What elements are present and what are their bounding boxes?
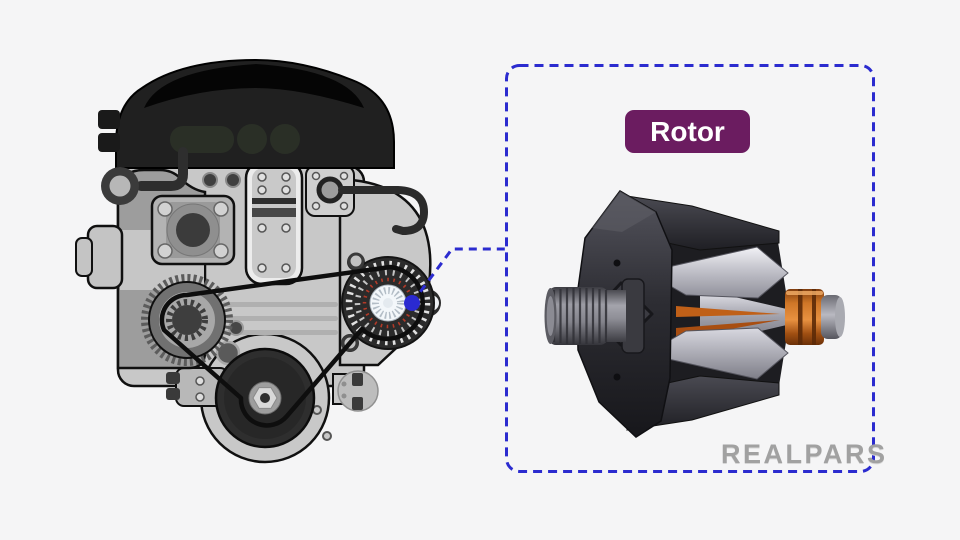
- bolt: [225, 172, 241, 188]
- block-ribs: [222, 302, 338, 335]
- bolt: [195, 376, 205, 386]
- mount-tab: [166, 372, 180, 384]
- panel-bolts: [257, 172, 291, 273]
- valve-cover: [98, 58, 395, 169]
- rotor-claw-silver: [644, 327, 789, 380]
- rotor-3d-render: [544, 190, 845, 438]
- rotor-shaft-tip: [821, 295, 845, 339]
- mount-tab: [166, 388, 180, 400]
- callout-connector-line: [410, 247, 505, 304]
- realpars-watermark-text: REALPARS: [721, 439, 888, 469]
- bolt: [202, 172, 218, 188]
- realpars-watermark: REALPARS: [721, 439, 888, 470]
- crankshaft-pulley: [214, 347, 316, 449]
- engine-illustration: [75, 58, 441, 464]
- breather-hose: [101, 147, 188, 205]
- callout-box: [505, 64, 875, 473]
- bolt: [322, 431, 332, 441]
- idler-component: [337, 370, 379, 412]
- rotor-label: Rotor: [625, 110, 750, 153]
- rotor-shaft: [544, 278, 645, 354]
- hose-loop: [338, 186, 429, 236]
- rotor-slip-rings: [785, 289, 824, 345]
- timing-cover-panel: [244, 160, 304, 286]
- alternator-vents: [345, 260, 431, 346]
- serpentine-belt: [159, 264, 425, 428]
- alternator-marker-dot: [404, 295, 420, 311]
- rotor-label-text: Rotor: [650, 115, 725, 147]
- pump-plate: [150, 194, 236, 266]
- rotor-claw-silver: [644, 246, 789, 299]
- plate-bolts: [157, 201, 229, 259]
- bolt: [195, 392, 205, 402]
- rotor-winding-copper: [676, 306, 780, 317]
